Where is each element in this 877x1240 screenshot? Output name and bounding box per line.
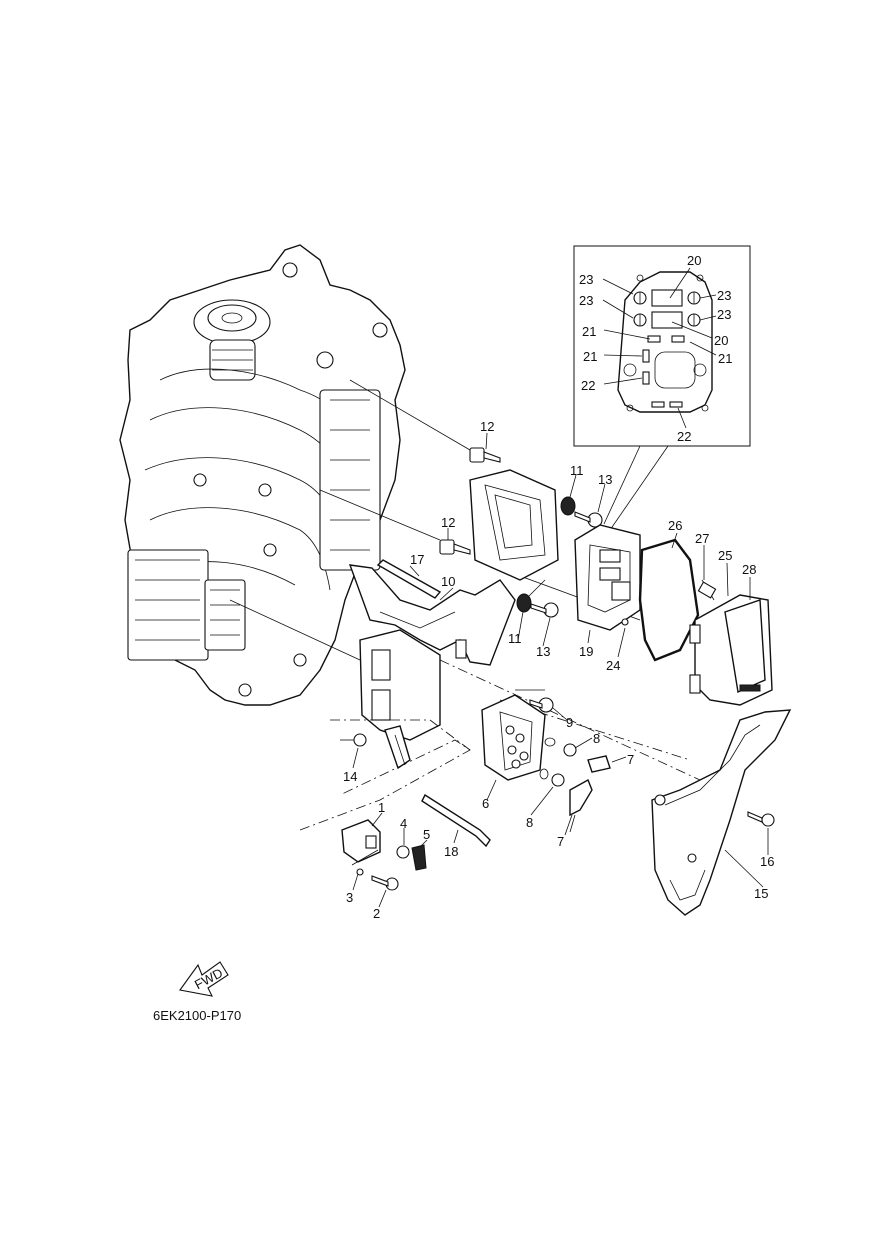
part-label-21b: 21 (583, 349, 597, 364)
part-label-14: 14 (343, 769, 357, 784)
part-label-13a: 13 (598, 472, 612, 487)
part-label-1: 1 (378, 800, 385, 815)
part-label-22b: 22 (677, 429, 691, 444)
small-parts-1-5 (299, 719, 471, 891)
part-label-7a: 7 (627, 752, 634, 767)
part-label-23d: 23 (717, 307, 731, 322)
engine-block-illustration (119, 244, 406, 706)
part-label-19: 19 (579, 644, 593, 659)
zip-tie-18 (421, 793, 491, 848)
part-label-7b: 7 (557, 834, 564, 849)
part-label-3: 3 (346, 890, 353, 905)
part-label-5: 5 (423, 827, 430, 842)
cover-25-28 (689, 579, 773, 706)
part-label-18: 18 (444, 844, 458, 859)
part-label-20a: 20 (687, 253, 701, 268)
detail-inset (573, 245, 751, 531)
part-label-11b: 11 (508, 631, 522, 646)
part-label-6: 6 (482, 796, 489, 811)
part-label-12a: 12 (480, 419, 494, 434)
part-label-25: 25 (718, 548, 732, 563)
part-label-10: 10 (441, 574, 455, 589)
part-label-20b: 20 (714, 333, 728, 348)
part-label-23a: 23 (579, 272, 593, 287)
part-label-9: 9 (566, 715, 573, 730)
part-label-17: 17 (410, 552, 424, 567)
part-label-8a: 8 (593, 731, 600, 746)
part-label-16: 16 (760, 854, 774, 869)
part-labels: 1 2 3 4 5 6 7 7 8 8 9 10 11 11 12 12 13 … (343, 253, 774, 921)
part-label-11a: 11 (570, 463, 584, 478)
control-module-19 (574, 524, 641, 631)
part-label-24: 24 (606, 658, 620, 673)
bracket-assembly (348, 447, 603, 770)
part-label-23c: 23 (717, 288, 731, 303)
shield-15 (651, 709, 792, 916)
diagram-code: 6EK2100-P170 (153, 1008, 242, 1023)
part-label-13b: 13 (536, 644, 550, 659)
part-label-4: 4 (400, 816, 407, 831)
fwd-arrow-icon: FWD (179, 961, 229, 997)
small-parts-7-8-9 (529, 697, 611, 833)
part-label-26: 26 (668, 518, 682, 533)
part-label-2: 2 (373, 906, 380, 921)
label-leaders (352, 432, 769, 908)
part-label-21c: 21 (718, 351, 732, 366)
part-label-8b: 8 (526, 815, 533, 830)
part-label-23b: 23 (579, 293, 593, 308)
part-label-15: 15 (754, 886, 768, 901)
module-6 (481, 689, 546, 781)
bolt-14 (340, 733, 367, 747)
part-label-21a: 21 (582, 324, 596, 339)
part-label-27: 27 (695, 531, 709, 546)
gasket-26 (638, 538, 700, 662)
part-label-12b: 12 (441, 515, 455, 530)
part-label-28: 28 (742, 562, 756, 577)
part-label-22a: 22 (581, 378, 595, 393)
